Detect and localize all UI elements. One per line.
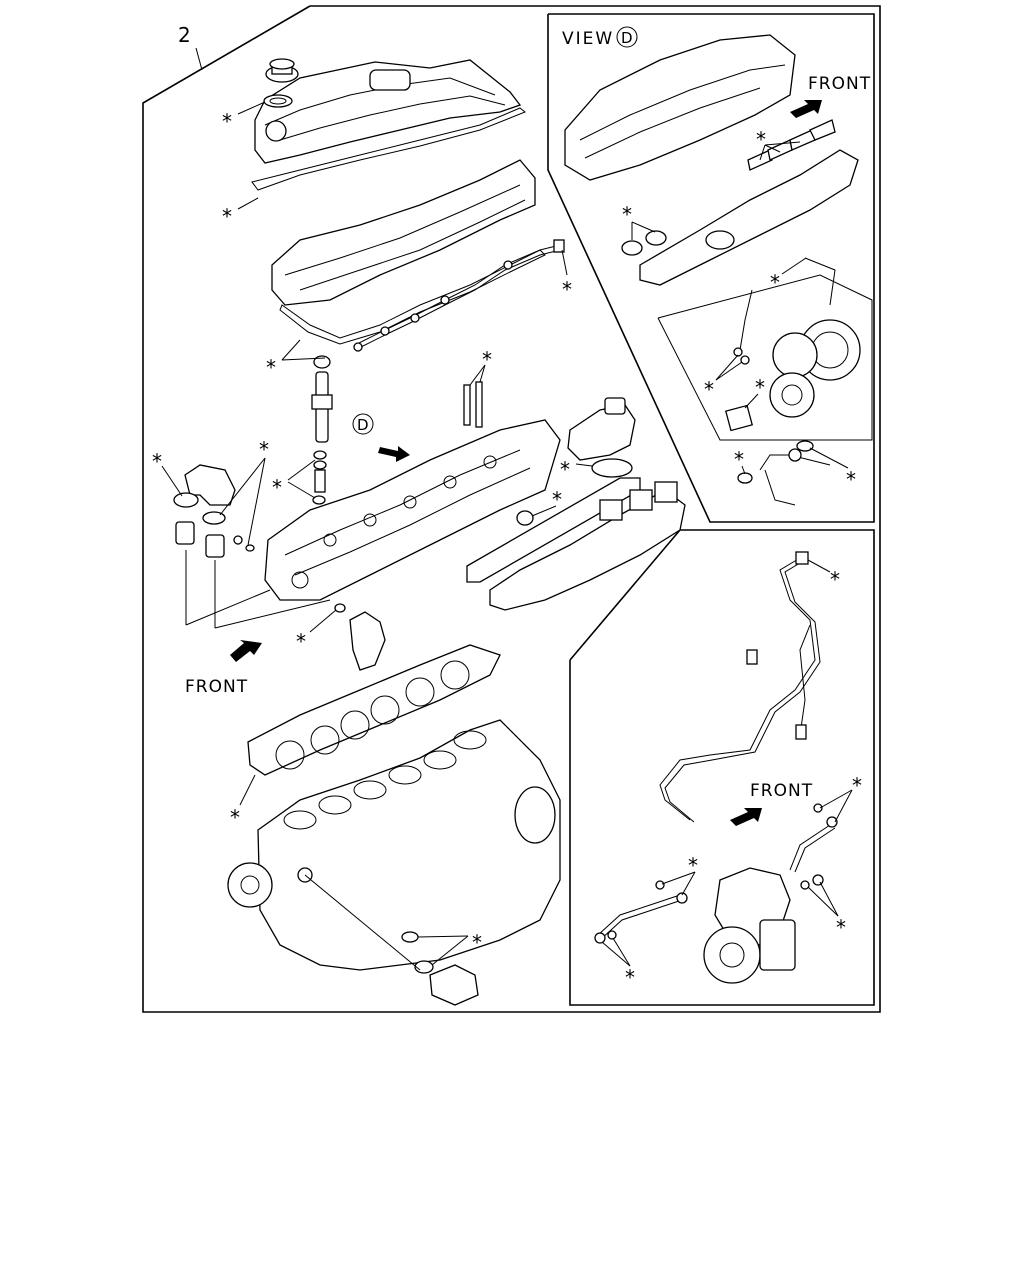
asterisk-marker: ⁎ bbox=[552, 481, 562, 505]
thermostat-housing bbox=[173, 464, 255, 558]
cylinder-head-gasket bbox=[247, 644, 501, 776]
front-arrow-main bbox=[230, 640, 262, 662]
cylinder-block bbox=[227, 719, 561, 971]
view-d-frame bbox=[547, 13, 875, 523]
pump-inset-frame bbox=[569, 529, 875, 1006]
asterisk-marker: ⁎ bbox=[755, 369, 765, 393]
coolant-pipe bbox=[349, 611, 386, 671]
view-d-circle bbox=[616, 26, 638, 48]
asterisk-marker: ⁎ bbox=[622, 196, 632, 220]
front-label-view-d: FRONT bbox=[808, 74, 871, 94]
asterisk-marker: ⁎ bbox=[770, 264, 780, 288]
exhaust-manifold bbox=[639, 149, 859, 286]
rocker-cover bbox=[254, 59, 522, 164]
asterisk-marker: ⁎ bbox=[482, 341, 492, 365]
asterisk-marker: ⁎ bbox=[472, 924, 482, 948]
asterisk-markers: ⁎ ⁎ ⁎ ⁎ ⁎ ⁎ ⁎ ⁎ ⁎ ⁎ ⁎ ⁎ ⁎ ⁎ ⁎ bbox=[152, 101, 862, 983]
asterisk-marker: ⁎ bbox=[152, 443, 162, 467]
asterisk-marker: ⁎ bbox=[734, 441, 744, 465]
asterisk-marker: ⁎ bbox=[272, 469, 282, 493]
ref-number: 2 bbox=[178, 23, 191, 47]
injector-studs bbox=[463, 381, 483, 428]
pump-pipe-nut bbox=[795, 551, 809, 565]
asterisk-marker: ⁎ bbox=[222, 103, 232, 127]
main-frame bbox=[142, 5, 881, 1013]
block-oring-1 bbox=[401, 931, 419, 943]
head-oring bbox=[334, 603, 346, 613]
asterisk-marker: ⁎ bbox=[830, 561, 840, 585]
view-d-cylinder-head bbox=[564, 34, 796, 181]
turbo-drain-pipe bbox=[759, 454, 831, 506]
front-label-main: FRONT bbox=[185, 677, 248, 697]
intake-manifold bbox=[489, 481, 686, 611]
asterisk-marker: ⁎ bbox=[704, 371, 714, 395]
asterisk-marker: ⁎ bbox=[562, 271, 572, 295]
leak-off-pipe bbox=[353, 244, 561, 352]
asterisk-marker: ⁎ bbox=[688, 847, 698, 871]
asterisk-marker: ⁎ bbox=[852, 767, 862, 791]
turbo-subframe bbox=[657, 274, 873, 441]
manifold-gasket-a bbox=[621, 240, 643, 256]
exhaust-manifold-gaskets bbox=[747, 119, 836, 171]
asterisk-marker: ⁎ bbox=[756, 121, 766, 145]
asterisk-marker: ⁎ bbox=[846, 461, 856, 485]
asterisk-marker: ⁎ bbox=[259, 431, 269, 455]
asterisk-marker: ⁎ bbox=[266, 349, 276, 373]
block-oring-2 bbox=[414, 960, 434, 974]
pump-pipe-left bbox=[597, 894, 683, 941]
pump-pipe-right bbox=[789, 824, 836, 873]
callout-d-circle bbox=[352, 413, 374, 435]
view-d-letter: D bbox=[621, 29, 633, 47]
turbo-gasket bbox=[724, 404, 754, 432]
sensor-sleeve bbox=[429, 964, 479, 1006]
turbocharger bbox=[769, 319, 861, 418]
front-arrow-view-d bbox=[790, 100, 822, 118]
asterisk-marker: ⁎ bbox=[560, 451, 570, 475]
pump-pipe-long bbox=[659, 557, 816, 821]
rocker-cover-gasket bbox=[251, 107, 526, 191]
rocker-housing-gasket bbox=[279, 249, 546, 345]
front-label-pump: FRONT bbox=[750, 781, 813, 801]
asterisk-marker: ⁎ bbox=[222, 198, 232, 222]
cylinder-head bbox=[264, 419, 561, 601]
callout-d-letter: D bbox=[357, 416, 369, 434]
supply-pump bbox=[703, 867, 796, 984]
fuel-injector bbox=[311, 355, 333, 443]
leak-off-connector bbox=[553, 239, 565, 253]
water-outlet bbox=[567, 397, 636, 461]
asterisk-marker: ⁎ bbox=[625, 959, 635, 983]
view-d-label: VIEW bbox=[562, 29, 614, 49]
outlet-gasket bbox=[591, 458, 633, 478]
asterisk-marker: ⁎ bbox=[836, 909, 846, 933]
front-arrow-pump bbox=[730, 808, 762, 826]
ref-number-leader bbox=[195, 47, 203, 71]
injector-seals bbox=[312, 450, 327, 505]
manifold-gasket-b bbox=[645, 230, 667, 246]
turbo-oil-pipe bbox=[739, 257, 836, 351]
asterisk-marker: ⁎ bbox=[296, 623, 306, 647]
callout-d-arrow bbox=[378, 446, 410, 462]
rocker-housing bbox=[271, 159, 536, 306]
asterisk-marker: ⁎ bbox=[230, 799, 240, 823]
oil-filler-cap bbox=[265, 58, 299, 83]
filler-cap-seal bbox=[263, 94, 293, 108]
